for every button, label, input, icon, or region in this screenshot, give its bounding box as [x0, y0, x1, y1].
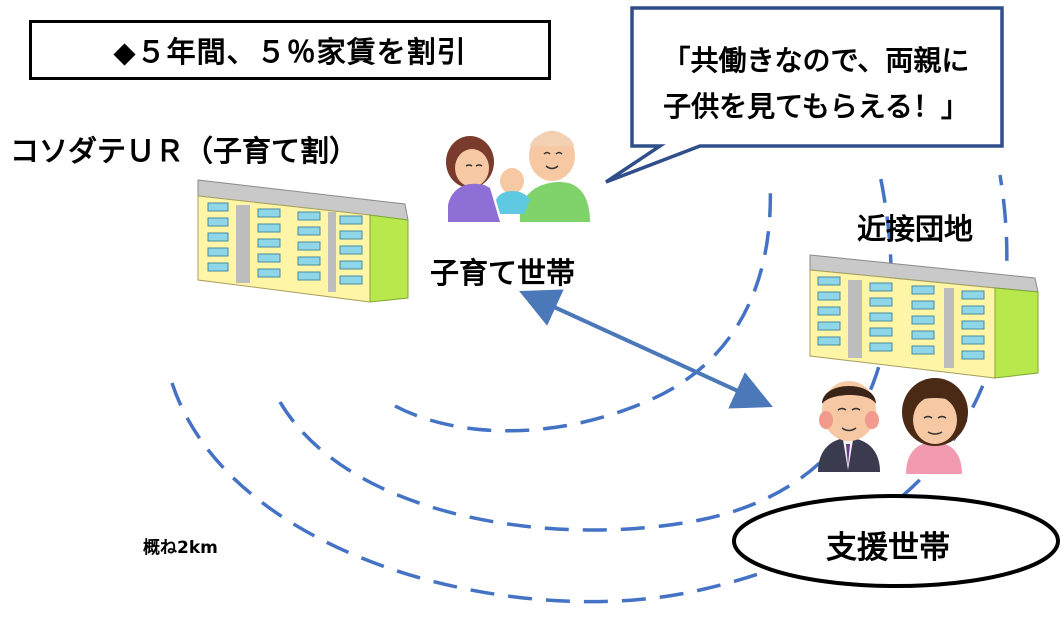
support-household-ellipse	[732, 494, 1060, 588]
apartment-building-right	[809, 254, 1039, 379]
connection-arrow	[519, 289, 773, 409]
grandparents-illustration	[818, 378, 968, 474]
radius-arc-inner	[394, 179, 773, 433]
speech-bubble-line-2: 子供を見てもらえる！」	[663, 90, 969, 123]
family-illustration	[446, 131, 590, 222]
speech-bubble-text: 「共働きなので、両親に 子供を見てもらえる！」	[646, 38, 986, 130]
radius-arc-outer	[170, 174, 1009, 604]
apartment-building-left	[197, 179, 409, 303]
discount-banner-text: ◆５年間、５％家賃を割引	[113, 35, 467, 69]
childcare-household-label: 子育て世帯	[430, 256, 576, 290]
support-household-label: 支援世帯	[826, 530, 950, 566]
distance-label: 概ね2km	[143, 538, 218, 558]
nearby-estate-label: 近接団地	[857, 212, 974, 246]
speech-bubble-shape	[605, 6, 1004, 184]
discount-banner: ◆５年間、５％家賃を割引	[29, 20, 551, 80]
speech-bubble-line-1: 「共働きなので、両親に	[662, 44, 970, 77]
scheme-title: コソダテＵＲ（子育て割）	[10, 134, 359, 168]
